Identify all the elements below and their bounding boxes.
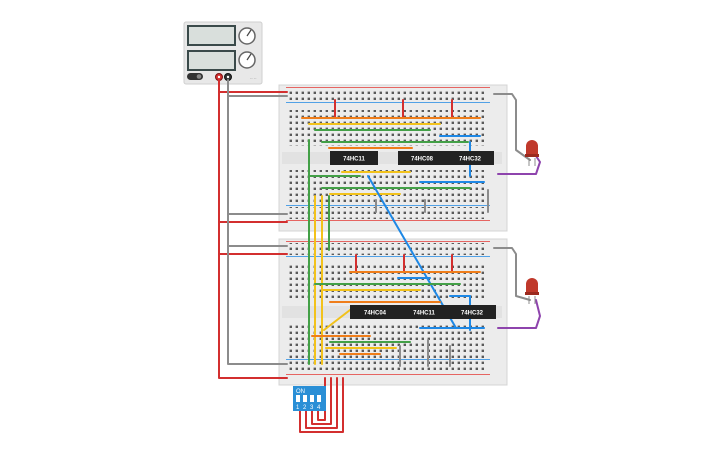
chip-top-1[interactable]: 74HC11 [330, 151, 378, 165]
dip-toggle-1[interactable] [296, 395, 300, 402]
dip-on-label: ON [296, 389, 305, 395]
chip-label: 74HC32 [459, 157, 482, 163]
top-chips: 74HC11 74HC08 74HC32 [330, 151, 494, 165]
chip-label: 74HC08 [411, 157, 434, 163]
chip-label: 74HC11 [343, 157, 365, 163]
psu-red-lead [218, 79, 288, 379]
dip-position-label: 4 [317, 405, 321, 411]
bottom-chips: 74HC04 74HC11 74HC32 [350, 305, 496, 319]
chip-bottom-2[interactable]: 74HC11 [400, 305, 448, 319]
chip-label: 74HC11 [413, 311, 435, 317]
psu-gray-lead [227, 79, 288, 365]
svg-text:-- --: -- -- [250, 75, 257, 80]
chip-bottom-1[interactable]: 74HC04 [350, 305, 400, 319]
dip-position-label: 1 [296, 405, 300, 411]
dip-toggle-2[interactable] [303, 395, 307, 402]
power-supply[interactable]: -- -- [183, 21, 263, 85]
chip-label: 74HC32 [461, 311, 484, 317]
dip-position-label: 3 [310, 405, 314, 411]
chip-top-3[interactable]: 74HC32 [446, 151, 494, 165]
bottom-led[interactable] [525, 278, 539, 304]
dip-toggle-3[interactable] [310, 395, 314, 402]
top-led[interactable] [525, 140, 539, 166]
chip-top-2[interactable]: 74HC08 [398, 151, 446, 165]
dip-position-label: 2 [303, 405, 307, 411]
chip-bottom-3[interactable]: 74HC32 [448, 305, 496, 319]
dip-switch[interactable]: ON 1 2 3 4 [293, 386, 326, 411]
chip-label: 74HC04 [364, 311, 387, 317]
dip-toggle-4[interactable] [317, 395, 321, 402]
